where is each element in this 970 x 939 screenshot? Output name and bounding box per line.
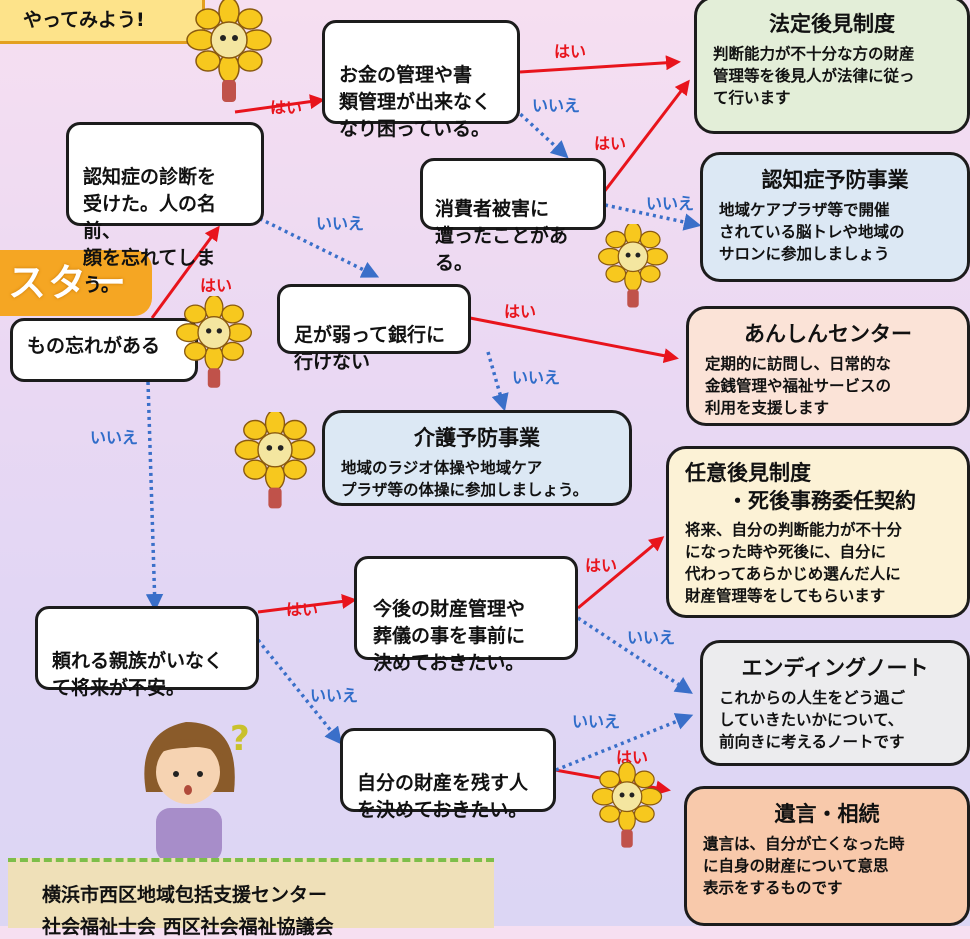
- arrow-dementia-money: [234, 94, 325, 114]
- flower-mascot-icon: [176, 296, 252, 388]
- arrow-relatives-inherit: [256, 638, 343, 745]
- card-prevention-title: 認知症予防事業: [761, 168, 909, 192]
- card-anshin-desc: 定期的に訪問し、日常的な 金銭管理や福祉サービスの 利用を支援します: [705, 355, 892, 417]
- arrow-legs-anshin: [469, 316, 679, 364]
- flower-mascot-icon: [186, 0, 272, 102]
- footer-plaque: 横浜市西区地域包括支援センター 社会福祉士会 西区社会福祉協議会: [8, 858, 494, 938]
- card-care-title: 介護予防事業: [414, 426, 540, 450]
- label-no-1: いいえ: [532, 96, 581, 115]
- question-legs: 足が弱って銀行に 行けない: [277, 284, 471, 373]
- card-guardian-desc: 判断能力が不十分な方の財産 管理等を後見人が法律に従っ て行います: [713, 45, 915, 107]
- card-anshin: あんしんセンター 定期的に訪問し、日常的な 金銭管理や福祉サービスの 利用を支援…: [686, 306, 970, 426]
- label-yes-6: はい: [286, 600, 319, 619]
- question-inherit: 自分の財産を残す人 を決めておきたい。: [340, 728, 556, 821]
- card-voluntary-title: 任意後見制度 ・死後事務委任契約: [685, 461, 916, 513]
- card-voluntary: 任意後見制度 ・死後事務委任契約 将来、自分の判断能力が不十分 になった時や死後…: [666, 446, 970, 618]
- footer-line1: 横浜市西区地域包括支援センター: [42, 884, 328, 906]
- label-yes-2: はい: [270, 98, 303, 117]
- arrow-consumer-guardian: [602, 79, 690, 193]
- start-label: スタート: [0, 250, 152, 371]
- label-yes-3: はい: [554, 42, 587, 61]
- question-consumer: 消費者被害に 遭ったことがある。: [420, 158, 606, 274]
- arrow-legs-care: [486, 351, 509, 412]
- arrow-forget-relatives: [145, 381, 164, 612]
- label-no-2: いいえ: [316, 214, 365, 233]
- label-no-7: いいえ: [310, 686, 359, 705]
- card-ending-desc: これからの人生をどう過ご していきたいかについて、 前向きに考えるノートです: [719, 689, 906, 751]
- arrow-relatives-future: [257, 594, 357, 614]
- question-money: お金の管理や書 類管理が出来なく なり困っている。: [322, 20, 520, 140]
- card-will-desc: 遺言は、自分が亡くなった時 に自身の財産について意思 表示をするものです: [703, 835, 905, 897]
- question-dementia: 認知症の診断を 受けた。人の名前、 顔を忘れてしまう。: [66, 122, 264, 296]
- question-legs-text: 足が弱って銀行に 行けない: [294, 324, 446, 373]
- card-anshin-title: あんしんセンター: [744, 322, 912, 346]
- worried-woman-icon: ?: [144, 719, 250, 862]
- card-will: 遺言・相続 遺言は、自分が亡くなった時 に自身の財産について意思 表示をするもの…: [684, 786, 970, 926]
- arrow-money-guardian: [519, 55, 681, 74]
- question-forget-text: もの忘れがある: [27, 335, 161, 357]
- label-no-6: いいえ: [627, 628, 676, 647]
- label-no-5: いいえ: [90, 428, 139, 447]
- card-guardian-title: 法定後見制度: [769, 12, 895, 36]
- label-yes-5: はい: [504, 302, 537, 321]
- intro-text: やってみよう!: [23, 9, 145, 31]
- arrow-future-voluntary: [577, 536, 665, 610]
- card-care-desc: 地域のラジオ体操や地域ケア プラザ等の体操に参加しましょう。: [341, 459, 589, 499]
- label-no-8: いいえ: [572, 712, 621, 731]
- arrow-future-ending: [577, 616, 693, 694]
- label-yes-4: はい: [594, 134, 627, 153]
- arrow-forget-dementia: [150, 225, 220, 319]
- question-forget: もの忘れがある: [10, 318, 198, 382]
- question-inherit-text: 自分の財産を残す人 を決めておきたい。: [357, 772, 529, 821]
- question-dementia-text: 認知症の診断を 受けた。人の名前、 顔を忘れてしまう。: [83, 166, 217, 296]
- card-ending: エンディングノート これからの人生をどう過ご していきたいかについて、 前向きに…: [700, 640, 970, 766]
- flower-mascot-icon: [234, 412, 316, 509]
- label-yes-1: はい: [200, 276, 233, 295]
- card-ending-title: エンディングノート: [741, 656, 929, 680]
- question-relatives: 頼れる親族がいなく て将来が不安。: [35, 606, 259, 699]
- card-prevention-desc: 地域ケアプラザ等で開催 されている脳トレや地域の サロンに参加しましょう: [719, 201, 905, 263]
- svg-text:?: ?: [230, 719, 250, 759]
- arrow-consumer-prevention: [604, 203, 702, 231]
- label-yes-7: はい: [585, 556, 618, 575]
- card-prevention: 認知症予防事業 地域ケアプラザ等で開催 されている脳トレや地域の サロンに参加し…: [700, 152, 970, 282]
- arrow-inherit-ending: [555, 713, 694, 772]
- intro-tag: やってみよう!: [0, 0, 205, 44]
- question-consumer-text: 消費者被害に 遭ったことがある。: [435, 198, 569, 274]
- label-no-4: いいえ: [512, 368, 561, 387]
- flower-mascot-icon: [591, 762, 663, 848]
- card-guardian: 法定後見制度 判断能力が不十分な方の財産 管理等を後見人が法律に従っ て行います: [694, 0, 970, 134]
- card-care: 介護予防事業 地域のラジオ体操や地域ケア プラザ等の体操に参加しましょう。: [322, 410, 632, 506]
- question-relatives-text: 頼れる親族がいなく て将来が不安。: [52, 650, 224, 699]
- question-future: 今後の財産管理や 葬儀の事を事前に 決めておきたい。: [354, 556, 578, 674]
- card-will-title: 遺言・相続: [774, 802, 880, 826]
- label-no-3: いいえ: [646, 194, 695, 213]
- flower-mascot-icon: [598, 224, 668, 308]
- question-future-text: 今後の財産管理や 葬儀の事を事前に 決めておきたい。: [373, 598, 526, 674]
- question-money-text: お金の管理や書 類管理が出来なく なり困っている。: [339, 64, 492, 140]
- card-voluntary-desc: 将来、自分の判断能力が不十分 になった時や死後に、自分に 代わってあらかじめ選ん…: [685, 521, 903, 605]
